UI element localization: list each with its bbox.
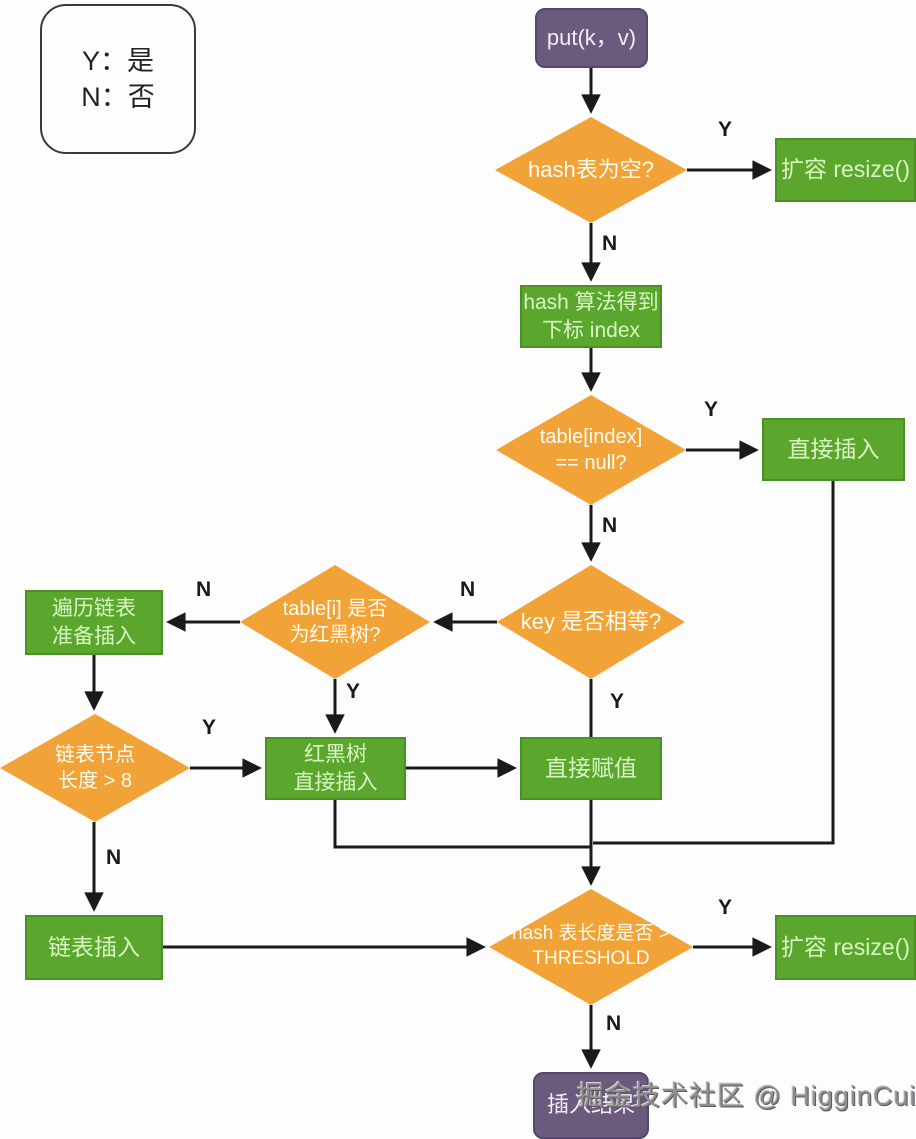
node-is-rbtree-line2: 为红黑树? <box>289 624 381 646</box>
node-traverse-list: 遍历链表 准备插入 <box>25 590 163 655</box>
label-is-rbtree-yes: Y <box>346 680 361 703</box>
node-direct-insert: 直接插入 <box>762 418 905 481</box>
node-table-null-line1: table[index] <box>539 426 643 448</box>
label-is-rbtree-no: N <box>196 578 212 601</box>
node-resize-bottom: 扩容 resize() <box>775 915 916 980</box>
node-hash-empty-label: hash表为空? <box>528 156 654 182</box>
node-rbtree-insert-line1: 红黑树 <box>304 743 367 767</box>
node-start: put(k，v) <box>535 8 648 68</box>
node-list-len-line1: 链表节点 <box>55 744 135 766</box>
label-hash-empty-no: N <box>602 232 618 255</box>
node-table-null-line2: == null? <box>555 452 627 474</box>
node-end-label: 插入结果 <box>546 1092 635 1118</box>
node-direct-assign: 直接赋值 <box>520 737 662 800</box>
node-over-threshold-line1: hash 表长度是否 > <box>512 923 670 945</box>
node-list-insert-label: 链表插入 <box>48 933 140 960</box>
node-end: 插入结果 <box>533 1072 649 1139</box>
label-key-equal-no: N <box>460 578 476 601</box>
legend-no: N：否 <box>81 82 155 112</box>
node-traverse-list-line2: 准备插入 <box>52 624 136 648</box>
node-over-threshold-line2: THRESHOLD <box>532 948 650 969</box>
label-table-null-no: N <box>602 514 618 537</box>
node-traverse-list-line1: 遍历链表 <box>52 597 136 621</box>
node-hash-index-line1: hash 算法得到 <box>523 291 659 315</box>
watermark-text: 掘金技术社区 @ HigginCui <box>577 1081 916 1111</box>
node-hash-index: hash 算法得到 下标 index <box>520 285 662 348</box>
node-resize-bottom-label: 扩容 resize() <box>780 933 911 960</box>
label-key-equal-yes: Y <box>610 690 625 713</box>
legend-yes: Y：是 <box>81 45 154 76</box>
edge-rbtree-insert-junction <box>333 800 591 849</box>
node-resize-top-label: 扩容 resize() <box>780 156 911 183</box>
node-start-label: put(k，v) <box>546 24 637 50</box>
label-table-null-yes: Y <box>704 398 719 421</box>
legend-box: Y：是 N：否 <box>40 4 196 154</box>
node-resize-top: 扩容 resize() <box>775 138 916 202</box>
label-list-len-yes: Y <box>202 716 217 739</box>
node-list-insert: 链表插入 <box>25 915 163 980</box>
node-list-len-line2: 长度 > 8 <box>58 770 132 792</box>
label-list-len-no: N <box>106 846 122 869</box>
node-hash-index-line2: 下标 index <box>541 318 641 342</box>
node-rbtree-insert: 红黑树 直接插入 <box>265 737 406 800</box>
label-over-threshold-no: N <box>606 1012 622 1035</box>
node-is-rbtree-line1: table[i] 是否 <box>282 598 388 620</box>
label-over-threshold-yes: Y <box>718 896 733 919</box>
node-direct-insert-label: 直接插入 <box>787 435 880 462</box>
edge-direct-insert-junction <box>593 481 835 845</box>
node-direct-assign-label: 直接赋值 <box>545 754 637 781</box>
label-hash-empty-yes: Y <box>718 118 733 141</box>
node-key-equal-label: key 是否相等? <box>520 608 662 634</box>
node-rbtree-insert-line2: 直接插入 <box>293 770 378 794</box>
